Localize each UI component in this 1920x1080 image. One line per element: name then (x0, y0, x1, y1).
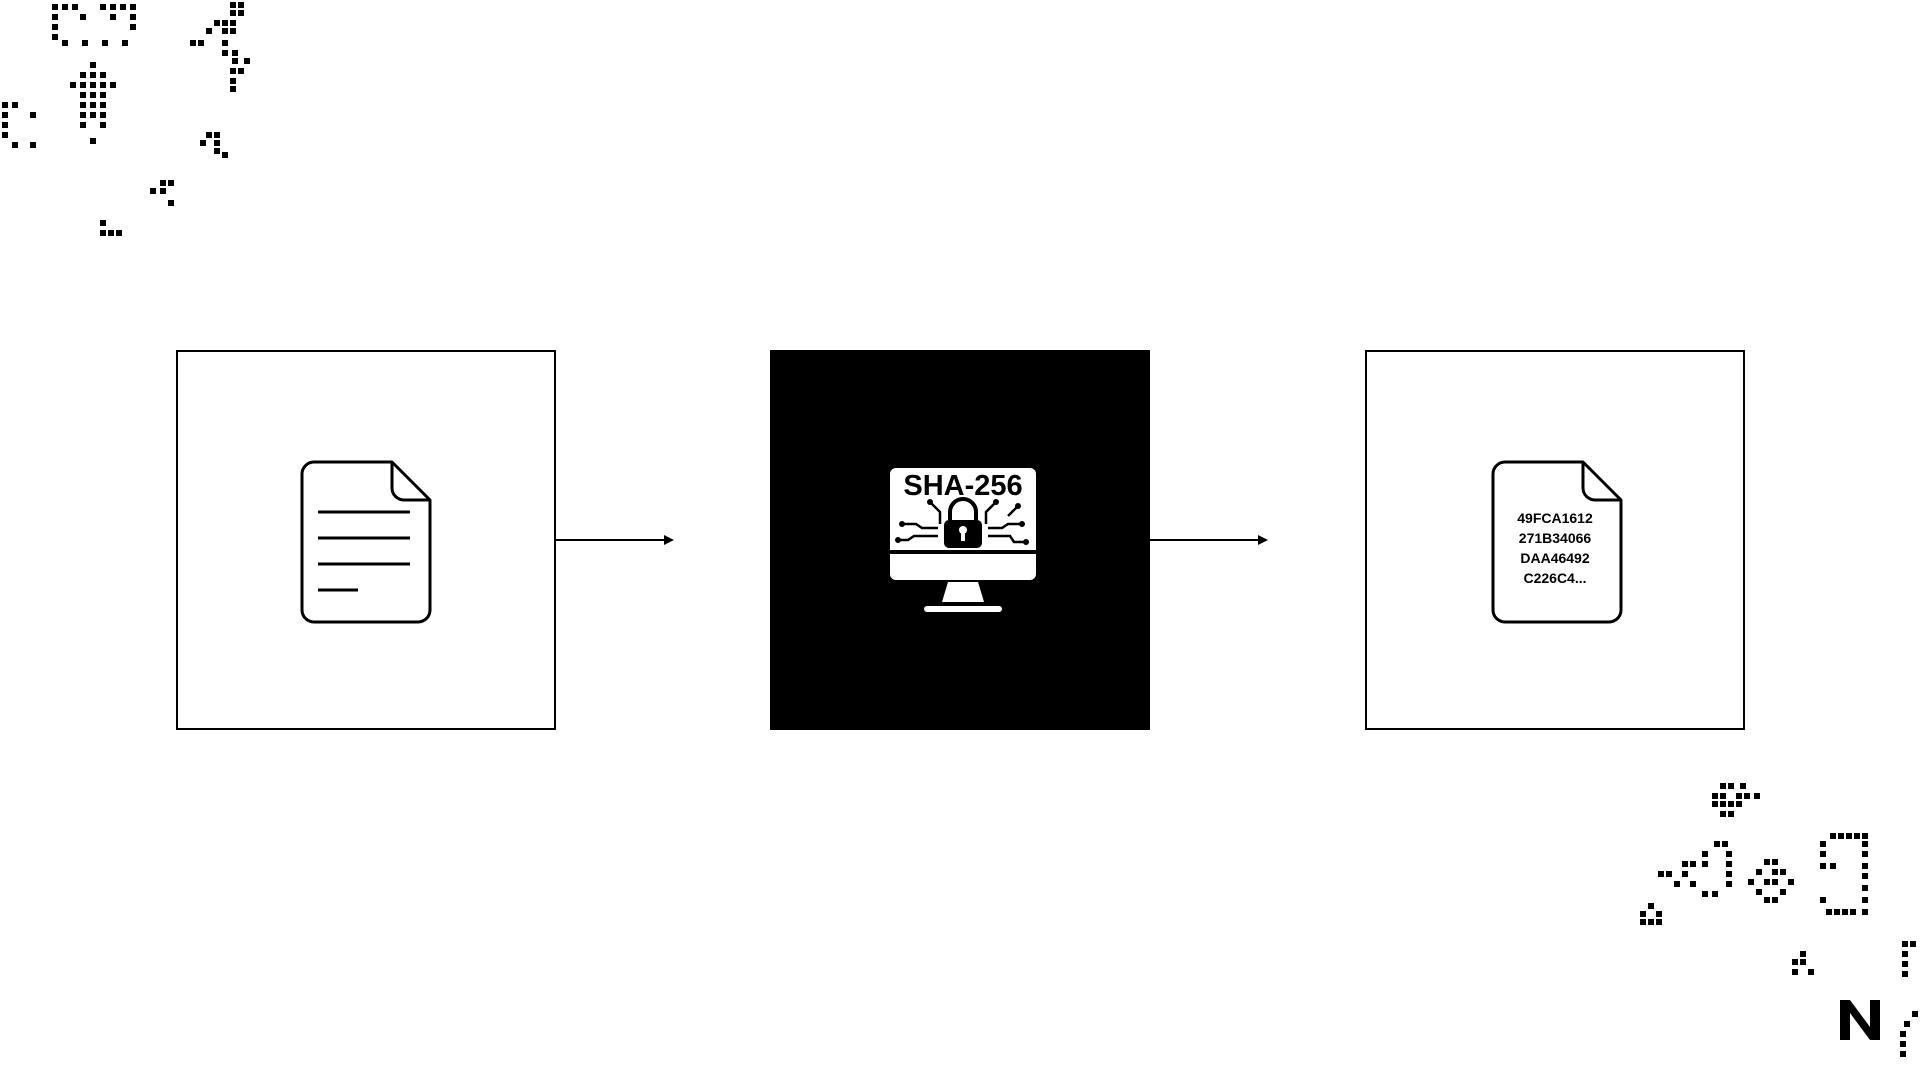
hash-line: 49FCA1612 (1517, 510, 1593, 526)
hash-line: DAA46492 (1520, 550, 1590, 566)
pixel-decoration-bottom-right (1640, 783, 1918, 1057)
arrow-input-to-hash (556, 535, 674, 545)
algorithm-label: SHA-256 (903, 470, 1023, 502)
hash-output-text: 49FCA1612 271B34066 DAA46492 C226C4... (1490, 508, 1620, 588)
output-hash-box (1365, 350, 1745, 730)
input-document-box (176, 350, 556, 730)
computer-lock-icon (890, 468, 1036, 612)
hash-function-box: SHA-256 (770, 350, 1150, 730)
hash-line: 271B34066 (1518, 530, 1592, 546)
text-document-icon (300, 460, 432, 624)
hash-document-icon (1491, 460, 1623, 624)
hash-line: C226C4... (1523, 570, 1587, 586)
arrow-hash-to-output (1150, 535, 1268, 545)
pixel-decoration-top-left (2, 2, 250, 236)
